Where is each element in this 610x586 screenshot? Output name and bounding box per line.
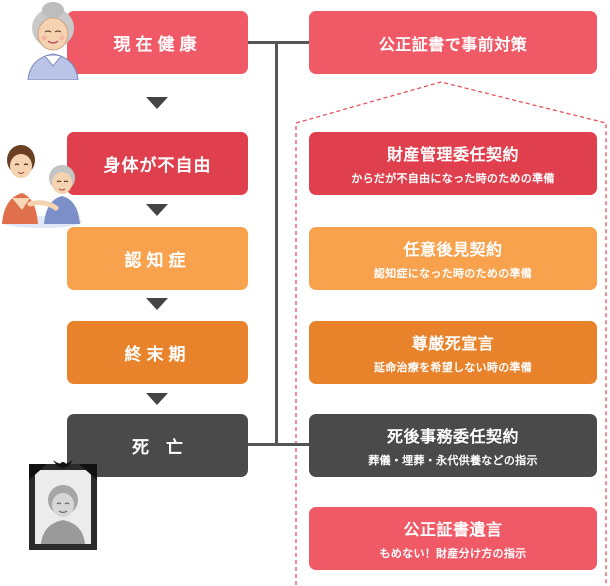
stage-healthy: 現在健康 xyxy=(67,11,248,74)
contract-subtitle: もめない！財産分け方の指示 xyxy=(379,547,527,560)
contract-subtitle: 延命治療を希望しない時の準備 xyxy=(373,361,533,374)
contract-guardianship: 任意後見契約 認知症になった時のための準備 xyxy=(309,227,597,290)
connector-top xyxy=(248,41,310,44)
contract-posthumous-affairs: 死後事務委任契約 葬儀・埋葬・永代供養などの指示 xyxy=(309,414,597,477)
contract-title: 尊厳死宣言 xyxy=(411,334,495,353)
caregiver-icon xyxy=(2,145,82,228)
contract-title: 財産管理委任契約 xyxy=(386,145,519,164)
stage-disabled: 身体が不自由 xyxy=(67,132,248,195)
contract-title: 任意後見契約 xyxy=(403,240,503,259)
contract-subtitle: からだが不自由になった時のための準備 xyxy=(351,172,555,185)
arrow-down-icon xyxy=(146,298,168,310)
connector-bottom xyxy=(248,443,310,446)
memorial-portrait-icon xyxy=(29,460,97,550)
elderly-woman-icon xyxy=(27,2,79,80)
contract-title: 死後事務委任契約 xyxy=(386,427,519,446)
contract-notarized-will: 公正証書遺言 もめない！財産分け方の指示 xyxy=(309,507,597,570)
connector-vertical xyxy=(275,41,278,445)
contract-title: 公正証書遺言 xyxy=(403,520,503,539)
contract-asset-management: 財産管理委任契約 からだが不自由になった時のための準備 xyxy=(309,132,597,195)
contract-subtitle: 葬儀・埋葬・永代供養などの指示 xyxy=(368,454,538,467)
contract-dignified-death: 尊厳死宣言 延命治療を希望しない時の準備 xyxy=(309,321,597,384)
arrow-down-icon xyxy=(146,393,168,405)
contract-subtitle: 認知症になった時のための準備 xyxy=(373,267,533,280)
arrow-down-icon xyxy=(146,204,168,216)
stage-terminal: 終末期 xyxy=(67,321,248,384)
top-measure-box: 公正証書で事前対策 xyxy=(309,11,597,74)
arrow-down-icon xyxy=(146,97,168,109)
stage-death: 死 亡 xyxy=(67,414,248,477)
stage-dementia: 認知症 xyxy=(67,227,248,290)
